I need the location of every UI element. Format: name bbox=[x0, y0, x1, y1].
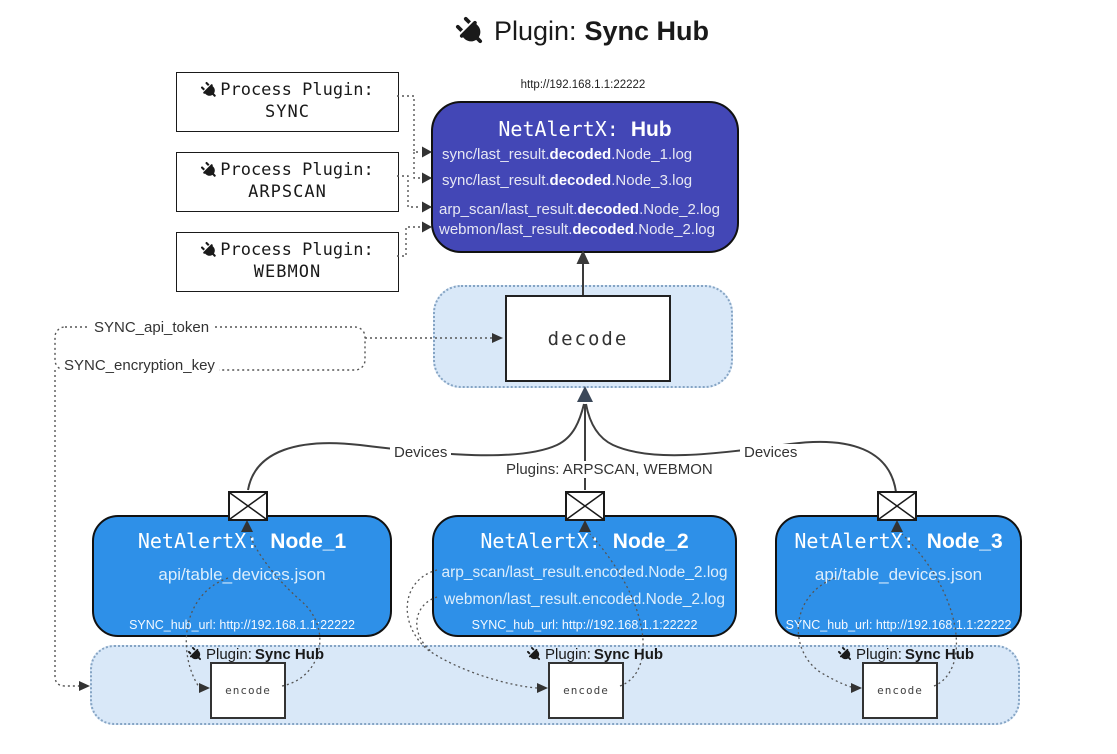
decode-box: decode bbox=[505, 295, 671, 382]
hub-log-line: sync/last_result.decoded.Node_3.log bbox=[442, 172, 693, 189]
hub-title: NetAlertX: Hub bbox=[433, 117, 737, 142]
band-plugin-label: Plugin: Sync Hub bbox=[527, 646, 663, 663]
node-title: NetAlertX: Node_3 bbox=[794, 529, 1003, 553]
encode-box: encode bbox=[862, 662, 938, 719]
process-plugin-label: Process Plugin: bbox=[220, 80, 374, 100]
hub-title-prefix: NetAlertX: bbox=[498, 117, 631, 141]
process-plugin-name: WEBMON bbox=[253, 262, 322, 282]
hub-title-name: Hub bbox=[630, 118, 672, 141]
node-title: NetAlertX: Node_1 bbox=[137, 529, 347, 553]
edge-label-devices-left: Devices bbox=[390, 444, 452, 461]
band-plugin-label: Plugin: Sync Hub bbox=[838, 646, 974, 663]
page-title-name: Sync Hub bbox=[584, 16, 710, 46]
process-plugin-name: SYNC bbox=[265, 102, 310, 122]
secrets-to-band-arrowhead bbox=[79, 681, 90, 691]
node-box-node-2: NetAlertX: Node_2 arp_scan/last_result.e… bbox=[432, 515, 737, 637]
page-title-label: Plugin: bbox=[493, 16, 577, 46]
node-title: NetAlertX: Node_2 bbox=[480, 529, 689, 553]
plugin-to-hub-dotted-edges bbox=[397, 95, 421, 257]
node-line: arp_scan/last_result.encoded.Node_2.log bbox=[441, 564, 728, 581]
hub-log-line: webmon/last_result.decoded.Node_2.log bbox=[439, 221, 715, 238]
plug-icon bbox=[450, 10, 492, 52]
encode-box: encode bbox=[548, 662, 624, 719]
encode-box: encode bbox=[210, 662, 286, 719]
plug-icon bbox=[198, 158, 222, 182]
decode-input-arrowhead bbox=[577, 386, 593, 402]
process-plugin-box-webmon: Process Plugin: WEBMON bbox=[176, 232, 399, 292]
process-plugin-name: ARPSCAN bbox=[248, 182, 327, 202]
edge-label-devices-right: Devices bbox=[740, 444, 802, 461]
node-hub-url: SYNC_hub_url: http://192.168.1.1:22222 bbox=[129, 618, 355, 632]
plug-icon bbox=[198, 78, 222, 102]
page-title: Plugin: Sync Hub bbox=[0, 16, 1117, 47]
hub-log-line: sync/last_result.decoded.Node_1.log bbox=[442, 146, 693, 163]
edge-label-plugins-middle: Plugins: ARPSCAN, WEBMON bbox=[502, 461, 717, 478]
process-plugin-label: Process Plugin: bbox=[220, 160, 374, 180]
process-plugin-box-sync: Process Plugin: SYNC bbox=[176, 72, 399, 132]
hub-box: NetAlertX: Hub sync/last_result.decoded.… bbox=[431, 101, 739, 253]
hub-url-label: http://192.168.1.1:22222 bbox=[520, 79, 646, 91]
hub-log-line: arp_scan/last_result.decoded.Node_2.log bbox=[439, 201, 720, 218]
node-box-node-1: NetAlertX: Node_1 api/table_devices.json… bbox=[92, 515, 392, 637]
secrets-api-token-label: SYNC_api_token bbox=[90, 319, 214, 336]
node-hub-url: SYNC_hub_url: http://192.168.1.1:22222 bbox=[471, 618, 698, 632]
secrets-encryption-key-label: SYNC_encryption_key bbox=[60, 357, 219, 374]
plug-icon bbox=[835, 644, 856, 665]
band-plugin-label: Plugin: Sync Hub bbox=[188, 646, 324, 663]
process-plugin-label: Process Plugin: bbox=[220, 240, 374, 260]
node-line: api/table_devices.json bbox=[814, 565, 983, 584]
plug-icon bbox=[185, 644, 206, 665]
node-line: api/table_devices.json bbox=[158, 565, 326, 584]
plug-icon bbox=[524, 644, 545, 665]
node-line: webmon/last_result.encoded.Node_2.log bbox=[444, 591, 725, 608]
node-box-node-3: NetAlertX: Node_3 api/table_devices.json… bbox=[775, 515, 1022, 637]
plug-icon bbox=[198, 238, 222, 262]
node-hub-url: SYNC_hub_url: http://192.168.1.1:22222 bbox=[785, 618, 1012, 632]
process-plugin-box-arpscan: Process Plugin: ARPSCAN bbox=[176, 152, 399, 212]
